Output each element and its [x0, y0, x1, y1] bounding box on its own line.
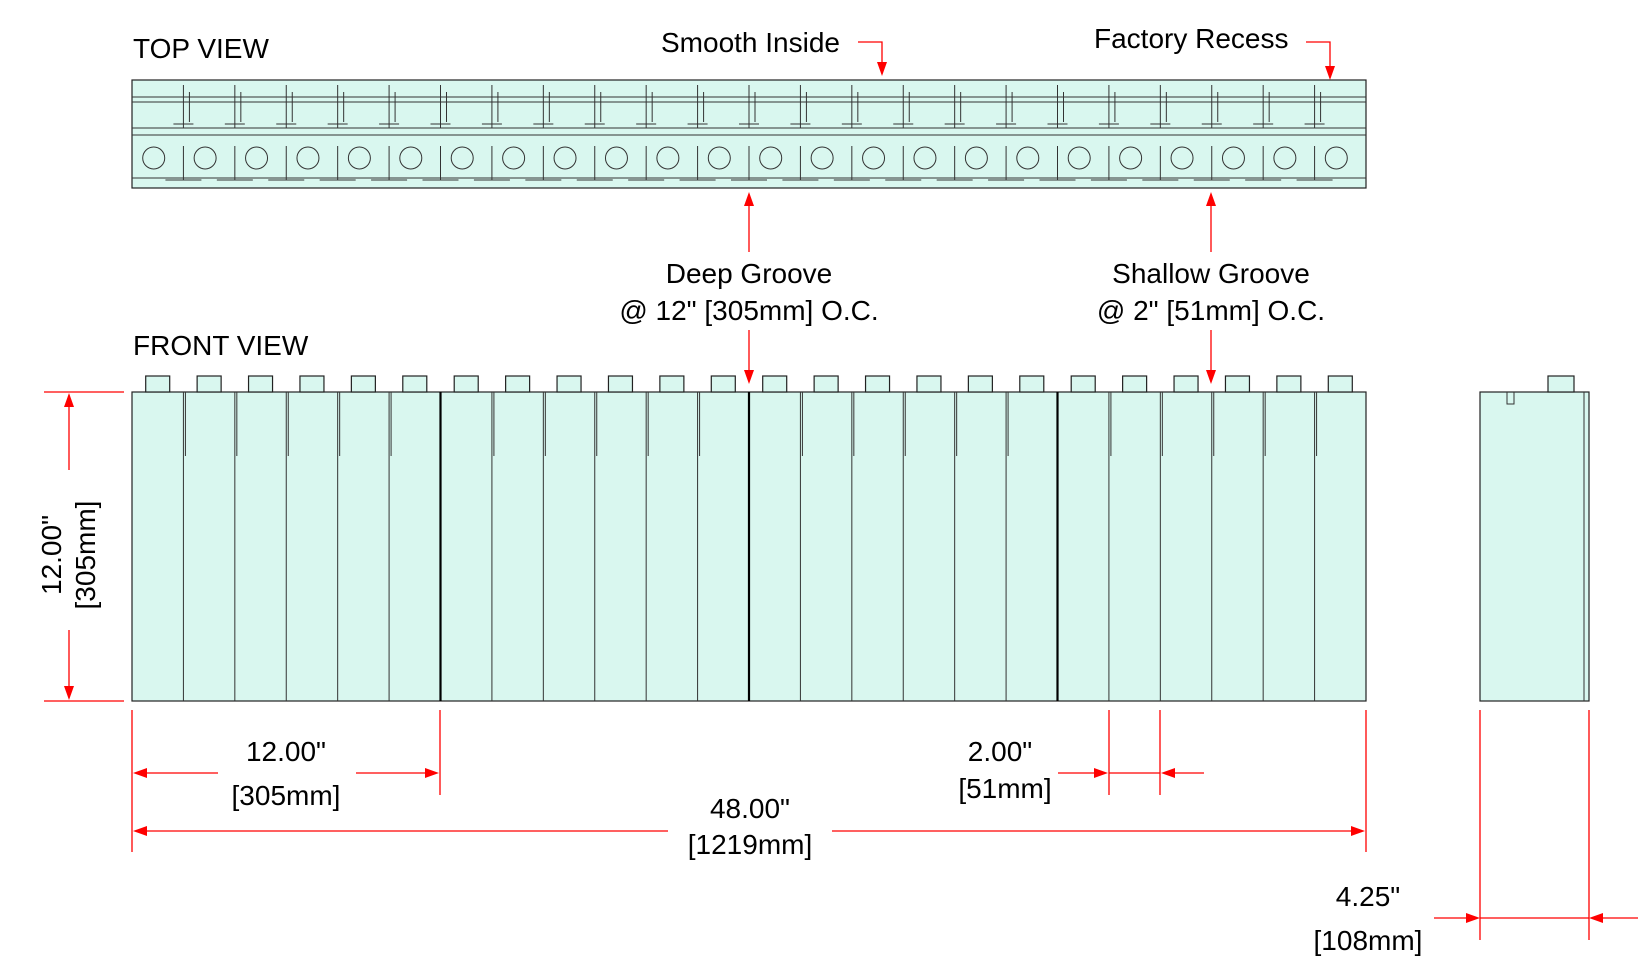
front-view-tab	[916, 375, 942, 393]
front-view-tab	[659, 375, 685, 393]
front-view-tab	[247, 375, 274, 393]
height-mm: [305mm]	[70, 501, 101, 610]
length-mm: [1219mm]	[688, 829, 813, 860]
front-view-tab	[1224, 375, 1251, 393]
front-view-tab	[1019, 375, 1045, 393]
factory-recess-leader	[1306, 41, 1331, 68]
front-view-tab	[710, 375, 736, 393]
front-view-tab	[1327, 375, 1353, 393]
top-view-hole	[656, 146, 680, 170]
front-view-tabs	[145, 375, 1353, 393]
top-view-hole	[347, 146, 371, 170]
top-view-title: TOP VIEW	[133, 33, 269, 64]
top-view-hole	[193, 146, 217, 170]
top-view-hole	[1067, 146, 1091, 170]
front-view-tab	[402, 375, 428, 393]
front-view-tab	[762, 375, 788, 393]
deep-spacing-inches: 12.00"	[246, 736, 326, 767]
top-view-hole	[862, 146, 886, 170]
length-inches: 48.00"	[710, 793, 790, 824]
front-view-panel	[131, 375, 1367, 702]
depth-dimension: 4.25" [108mm]	[1314, 710, 1638, 956]
front-view-tab	[607, 375, 634, 393]
top-view-hole	[1221, 146, 1245, 170]
top-view-circles	[142, 146, 1348, 170]
top-view-hole	[913, 146, 937, 170]
front-view-tab	[967, 375, 993, 393]
smooth-inside-label: Smooth Inside	[661, 27, 840, 58]
top-view-hole	[399, 146, 423, 170]
deep-groove-spacing: @ 12" [305mm] O.C.	[619, 295, 878, 326]
side-view-panel	[1479, 375, 1590, 702]
front-view-tab	[1173, 375, 1199, 393]
top-view-hole	[810, 146, 834, 170]
shallow-groove-arrow-down	[1206, 370, 1216, 384]
top-view-hole	[502, 146, 526, 170]
front-view-tab	[505, 375, 531, 393]
factory-recess-label: Factory Recess	[1094, 23, 1289, 54]
shallow-groove-label: Shallow Groove	[1112, 258, 1310, 289]
top-view-hole	[553, 146, 577, 170]
top-view-hole	[142, 146, 166, 170]
top-view-hole	[1170, 146, 1194, 170]
front-view-tab	[299, 375, 325, 393]
deep-spacing-dimension: 12.00" [305mm]	[133, 736, 439, 811]
shallow-spacing-mm: [51mm]	[958, 773, 1051, 804]
top-view-hole	[964, 146, 988, 170]
top-view-hole	[604, 146, 628, 170]
front-view-tab	[813, 375, 839, 393]
smooth-inside-leader	[858, 41, 883, 68]
front-view-tab	[864, 375, 891, 393]
top-view-hole	[1119, 146, 1143, 170]
front-view-tab	[1276, 375, 1302, 393]
top-view-hole	[1016, 146, 1040, 170]
top-view-hole	[707, 146, 731, 170]
height-dimension: 12.00" [305mm]	[36, 391, 124, 702]
front-view-tab	[196, 375, 222, 393]
front-view-title: FRONT VIEW	[133, 330, 309, 361]
depth-inches: 4.25"	[1336, 881, 1400, 912]
side-view-outline	[1479, 391, 1590, 702]
smooth-inside-arrow	[877, 62, 887, 76]
deep-groove-arrow-down	[744, 370, 754, 384]
shallow-spacing-dimension: 2.00" [51mm]	[958, 736, 1204, 804]
top-view-hole	[759, 146, 783, 170]
top-view-ribs	[165, 85, 1333, 181]
front-view-grooves	[182, 392, 1318, 701]
front-view-tab	[1122, 375, 1148, 393]
front-view-tab	[556, 375, 582, 393]
top-view-hole	[450, 146, 474, 170]
side-view-recess	[1506, 392, 1515, 405]
top-view-hole	[296, 146, 320, 170]
shallow-spacing-inches: 2.00"	[968, 736, 1032, 767]
top-view-hole	[245, 146, 269, 170]
side-view-tab	[1547, 375, 1575, 393]
height-inches: 12.00"	[36, 515, 67, 595]
deep-spacing-mm: [305mm]	[232, 780, 341, 811]
deep-groove-label: Deep Groove	[666, 258, 833, 289]
top-view-panel	[131, 79, 1367, 189]
top-view-hole	[1273, 146, 1297, 170]
front-view-tab	[453, 375, 479, 393]
shallow-groove-arrow-up	[1206, 192, 1216, 206]
deep-groove-arrow-up	[744, 192, 754, 206]
front-view-tab	[1070, 375, 1096, 393]
depth-mm: [108mm]	[1314, 925, 1423, 956]
front-view-tab	[350, 375, 376, 393]
factory-recess-arrow	[1325, 66, 1335, 80]
top-view-hole	[1324, 146, 1348, 170]
front-view-tab	[145, 375, 171, 393]
shallow-groove-spacing: @ 2" [51mm] O.C.	[1097, 295, 1325, 326]
length-dimension: 48.00" [1219mm]	[133, 793, 1365, 860]
